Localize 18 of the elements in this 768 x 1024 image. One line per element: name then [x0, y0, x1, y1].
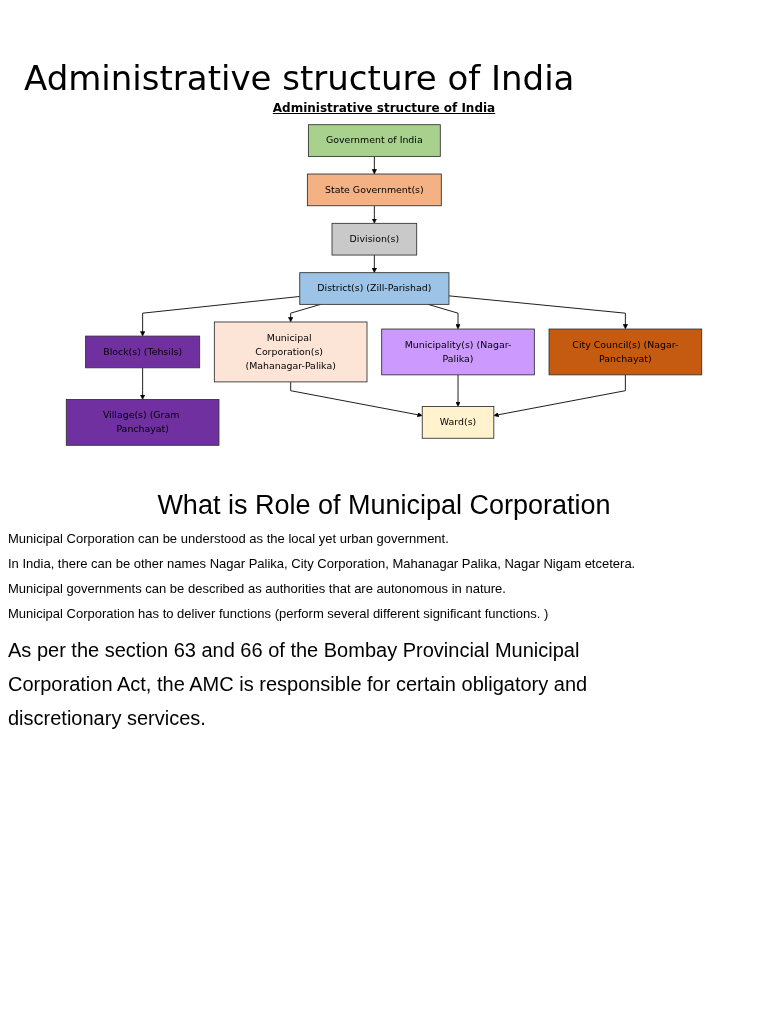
- paragraph: As per the section 63 and 66 of the Bombay Provincial Municipal Corporation Act, the AMC is responsible for certain obligatory and discretionary services.: [8, 639, 588, 729]
- node-box: Municipality(s) (Nagar-Palika): [381, 328, 535, 376]
- chart-heading: Administrative structure of India: [272, 101, 496, 115]
- node-box: Block(s) (Tehsils): [85, 335, 201, 369]
- node-box: State Government(s): [306, 173, 442, 207]
- node-box: Division(s): [331, 222, 418, 256]
- node-box: Municipal Corporation(s) (Mahanagar-Palika): [213, 321, 368, 383]
- node-box: District(s) (Zill-Parishad): [299, 272, 450, 305]
- node-box: Government of India: [307, 124, 441, 157]
- page-title: Administrative structure of India: [24, 57, 575, 98]
- paragraph: In India, there can be other names Nagar Palika, City Corporation, Mahanagar Palika, Nagar Nigam etcetera.: [8, 556, 636, 571]
- node-box: City Council(s) (Nagar-Panchayat): [548, 328, 703, 376]
- paragraph: Municipal Corporation can be understood as the local yet urban government.: [8, 531, 449, 546]
- node-box: Village(s) (Gram Panchayat): [65, 399, 220, 446]
- section-heading: What is Role of Municipal Corporation: [157, 490, 611, 520]
- paragraph: Municipal Corporation has to deliver functions (perform several different significant functions. ): [8, 606, 549, 621]
- paragraph: Municipal governments can be described as authorities that are autonomous in nature.: [8, 581, 506, 596]
- node-box: Ward(s): [421, 406, 495, 439]
